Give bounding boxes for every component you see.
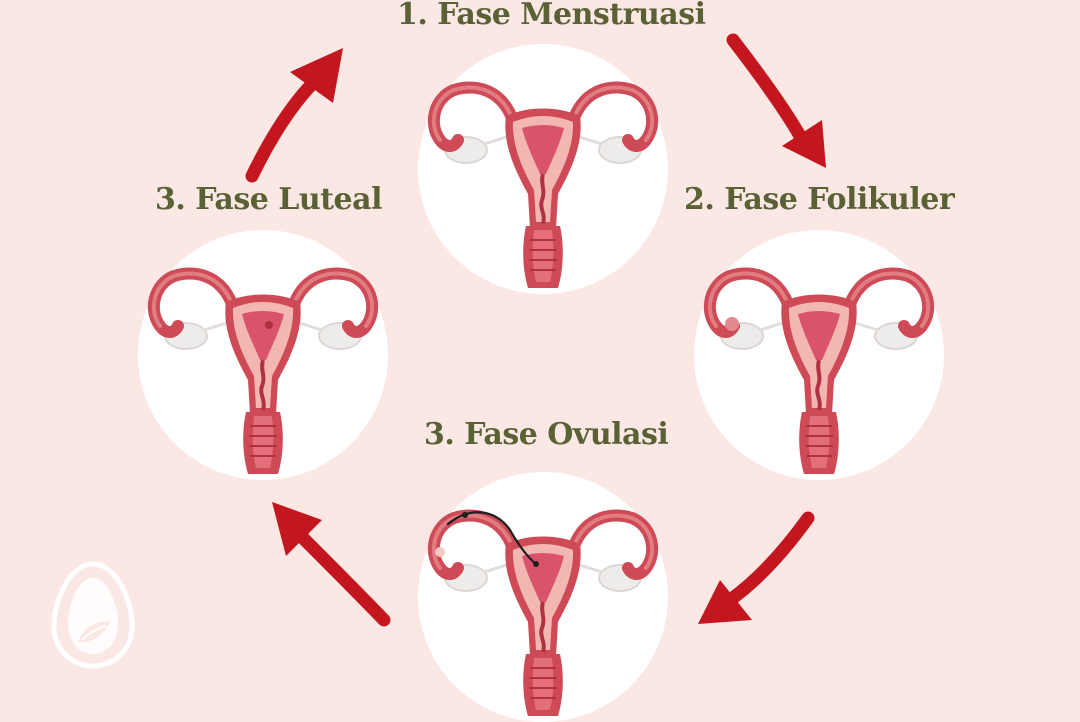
arrow-luteal-to-menstruasi-icon [245, 48, 343, 183]
phase-ovulasi [418, 472, 668, 722]
phase-menstruasi-label: 1. Fase Menstruasi [397, 0, 706, 32]
phase-folikuler-label: 2. Fase Folikuler [684, 182, 955, 217]
follicle-egg-icon [725, 317, 739, 331]
phase-ovulasi-label: 3. Fase Ovulasi [424, 417, 669, 452]
egg-path-icon [446, 511, 538, 566]
released-egg-icon [435, 547, 445, 557]
uterus-ovulasi-icon [418, 472, 668, 722]
arrow-menstruasi-to-folikuler-icon [726, 33, 826, 168]
phase-luteal-label: 3. Fase Luteal [155, 182, 382, 217]
uterus-folikuler-icon [694, 230, 944, 480]
egg-leaf-logo-icon [51, 561, 135, 669]
phase-folikuler [694, 230, 944, 480]
phase-luteal [138, 230, 388, 480]
uterus-luteal-icon [138, 230, 388, 480]
arrow-ovulasi-to-luteal-icon [272, 502, 391, 627]
implanted-egg-icon [265, 321, 273, 329]
arrow-folikuler-to-ovulasi-icon [698, 511, 815, 624]
uterus-menstruasi-icon [418, 44, 668, 294]
phase-menstruasi [418, 44, 668, 294]
